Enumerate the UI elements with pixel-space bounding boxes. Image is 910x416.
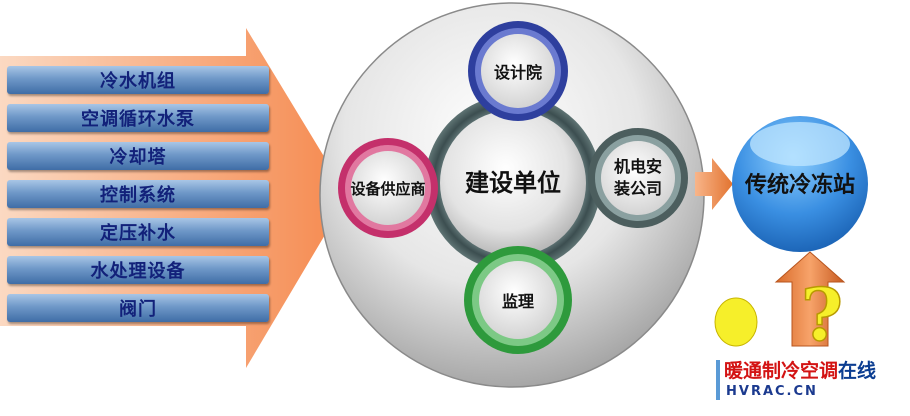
input-item-pressure-makeup: 定压补水 — [7, 218, 269, 246]
input-item-valve: 阀门 — [7, 294, 269, 322]
node-supplier-label: 设备供应商 — [350, 180, 425, 198]
yellow-dot — [714, 297, 758, 347]
node-design-label: 设计院 — [494, 63, 542, 82]
question-mark: ? — [801, 272, 843, 357]
node-mep-label-line1: 机电安 — [614, 157, 662, 176]
node-supplier-disc — [351, 151, 425, 225]
node-mep-label-line2: 装公司 — [613, 179, 662, 198]
watermark-bar — [716, 360, 720, 400]
watermark-cn-blue: 在线 — [838, 360, 877, 382]
result-label: 传统冷冻站 — [744, 172, 855, 198]
core-label: 建设单位 — [465, 168, 561, 197]
result-sphere-highlight — [750, 122, 850, 166]
watermark-cn: 暖通制冷空调在线 — [724, 356, 876, 383]
result-arrow — [695, 158, 733, 210]
node-supervision-disc — [479, 261, 557, 339]
node-design-disc — [481, 34, 555, 108]
watermark: 暖通制冷空调在线 HVRAC.CN — [716, 356, 906, 408]
watermark-en: HVRAC.CN — [726, 384, 818, 399]
input-item-pump: 空调循环水泵 — [7, 104, 269, 132]
up-arrow — [774, 251, 846, 347]
node-supervision-label: 监理 — [502, 292, 534, 311]
core-disc — [440, 110, 586, 256]
input-item-chiller: 冷水机组 — [7, 66, 269, 94]
watermark-cn-red: 暖通制冷空调 — [724, 360, 839, 382]
input-item-water-treatment: 水处理设备 — [7, 256, 269, 284]
input-item-cooling-tower: 冷却塔 — [7, 142, 269, 170]
node-mep-disc — [601, 141, 675, 215]
input-item-control-system: 控制系统 — [7, 180, 269, 208]
